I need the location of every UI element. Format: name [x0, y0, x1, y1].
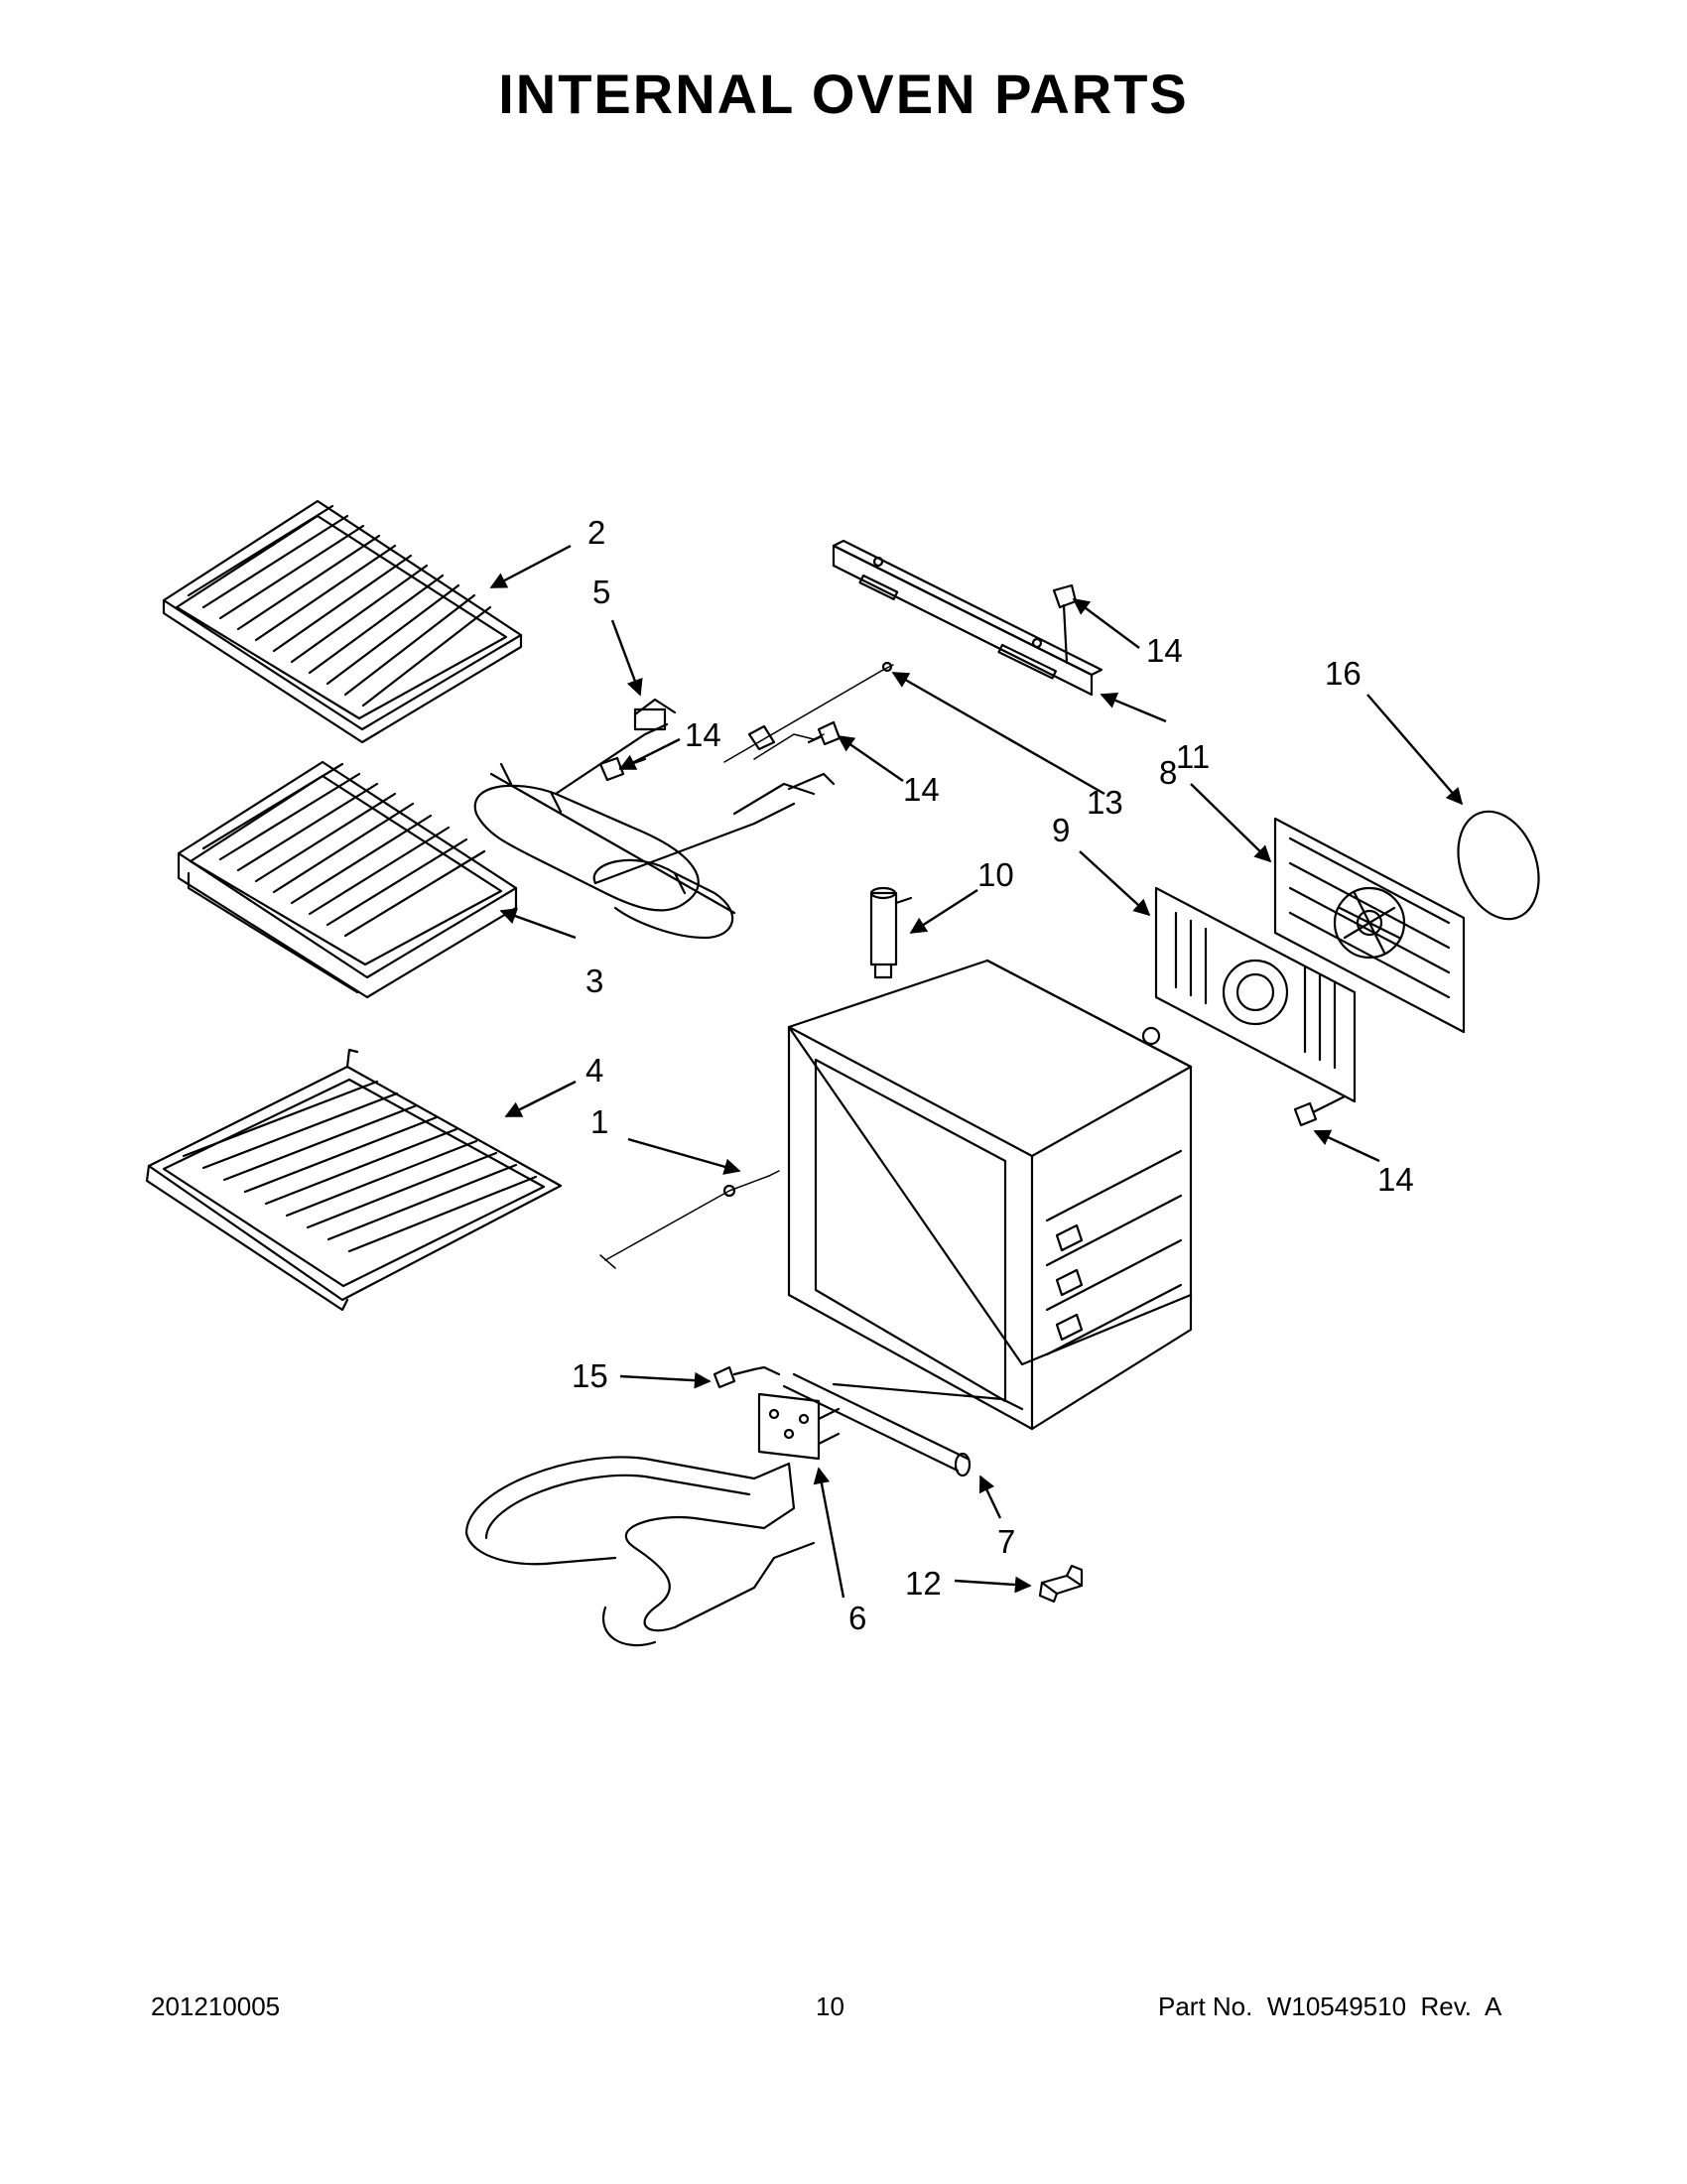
- callout-14-top: 14: [1146, 632, 1183, 669]
- callout-15: 15: [572, 1357, 608, 1394]
- callout-9: 9: [1052, 812, 1070, 848]
- footer-document-number: 201210005: [151, 1991, 281, 2021]
- oven-rack-2: [162, 499, 523, 744]
- top-bracket-11: [832, 539, 1103, 697]
- broil-element-5: [473, 698, 836, 940]
- fan-cover-9: [1154, 886, 1357, 1103]
- screw-14-fan: [1293, 1094, 1347, 1127]
- callout-10: 10: [977, 856, 1014, 893]
- oven-cavity: [787, 959, 1193, 1431]
- door-switch-10: [869, 886, 913, 979]
- callout-14-broil: 14: [685, 716, 721, 753]
- convection-element-8: [1273, 817, 1466, 1034]
- callout-11: 11: [1176, 738, 1210, 775]
- leader-lines: [489, 544, 1464, 1599]
- gasket-16: [1457, 810, 1540, 921]
- callout-16: 16: [1325, 655, 1362, 692]
- tube-7: [752, 1365, 972, 1477]
- callout-12: 12: [905, 1565, 942, 1602]
- callout-4: 4: [585, 1052, 603, 1089]
- callout-5: 5: [592, 574, 610, 610]
- oven-rack-4: [145, 1048, 563, 1312]
- screw-14-sensor: [807, 720, 842, 746]
- page-title: INTERNAL OVEN PARTS: [498, 63, 1189, 125]
- callout-1: 1: [590, 1103, 608, 1140]
- callout-13: 13: [1087, 784, 1123, 821]
- callout-2: 2: [587, 514, 605, 551]
- callout-7: 7: [997, 1523, 1015, 1560]
- callout-14-sensor: 14: [903, 771, 940, 808]
- footer-page-number: 10: [816, 1991, 844, 2021]
- footer-part-number: Part No. W10549510 Rev. A: [1158, 1991, 1502, 2021]
- sensor-wire-13: [723, 661, 894, 763]
- screw-15: [713, 1365, 756, 1389]
- callout-14-fan: 14: [1377, 1161, 1414, 1198]
- callout-6: 6: [848, 1600, 866, 1636]
- temperature-sensor-1: [599, 1170, 780, 1269]
- bake-element-6: [464, 1392, 841, 1647]
- callout-3: 3: [585, 963, 603, 999]
- callout-labels: 2 5 14 14 14 11 13 8 9 16 10 3 4 1 14 15…: [572, 514, 1414, 1636]
- oven-rack-3: [177, 760, 518, 999]
- callout-8: 8: [1159, 754, 1177, 791]
- bracket-12: [1038, 1564, 1084, 1604]
